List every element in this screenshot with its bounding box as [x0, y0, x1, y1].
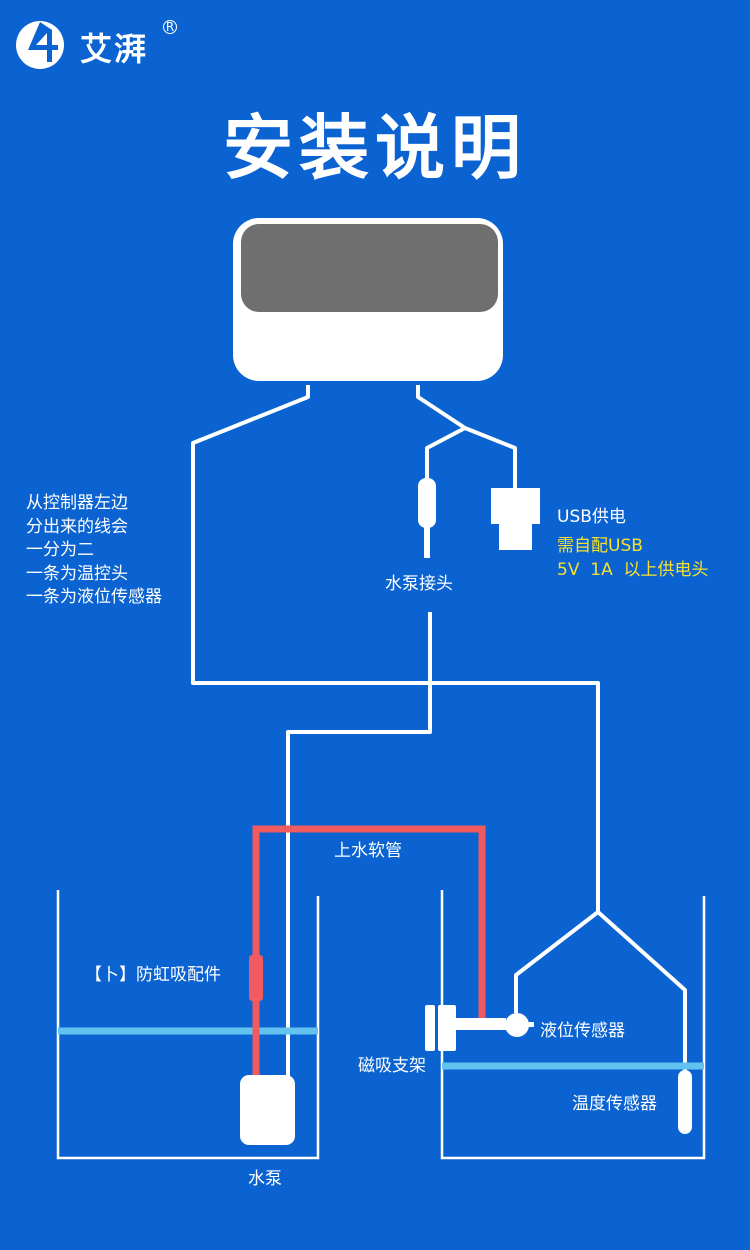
anti-siphon-fitting-icon [249, 955, 263, 1001]
registered-mark: R [163, 20, 177, 34]
note-line: 一条为温控头 [26, 563, 128, 584]
note-line: 从控制器左边 [26, 493, 128, 513]
usb-power-label: USB供电 [557, 507, 626, 527]
logo-icon [16, 21, 64, 69]
controller-device [233, 218, 503, 381]
water-hose [252, 825, 486, 1080]
left-note: 从控制器左边 分出来的线会 一分为二 一条为温控头 一条为液位传感器 [26, 492, 162, 610]
pump-icon [240, 1075, 295, 1145]
page-title: 安装说明 [223, 107, 527, 189]
brand-name: 艾湃 [80, 30, 149, 68]
pump-connector-label: 水泵接头 [385, 574, 453, 594]
usb-note-line-2: 5V 1A 以上供电头 [557, 560, 709, 580]
level-sensor-label: 液位传感器 [540, 1021, 625, 1041]
note-line: 一分为二 [26, 540, 94, 560]
magnetic-bracket-label: 磁吸支架 [358, 1056, 426, 1076]
pump-connector-icon [418, 478, 436, 558]
note-line: 分出来的线会 [26, 516, 128, 537]
usb-plug-icon [491, 488, 540, 550]
anti-siphon-label: 【卜】防虹吸配件 [85, 965, 221, 985]
water-hose-label: 上水软管 [334, 841, 402, 861]
usb-note-line-1: 需自配USB [557, 536, 643, 556]
temperature-sensor-icon [678, 1070, 692, 1134]
magnetic-bracket-icon [425, 1005, 534, 1051]
pump-label: 水泵 [248, 1169, 282, 1189]
note-line: 一条为液位传感器 [26, 587, 162, 607]
left-tank [56, 890, 320, 1160]
level-sensor-icon [505, 1013, 529, 1037]
temp-sensor-label: 温度传感器 [572, 1094, 657, 1114]
controller-wires [191, 385, 687, 1078]
